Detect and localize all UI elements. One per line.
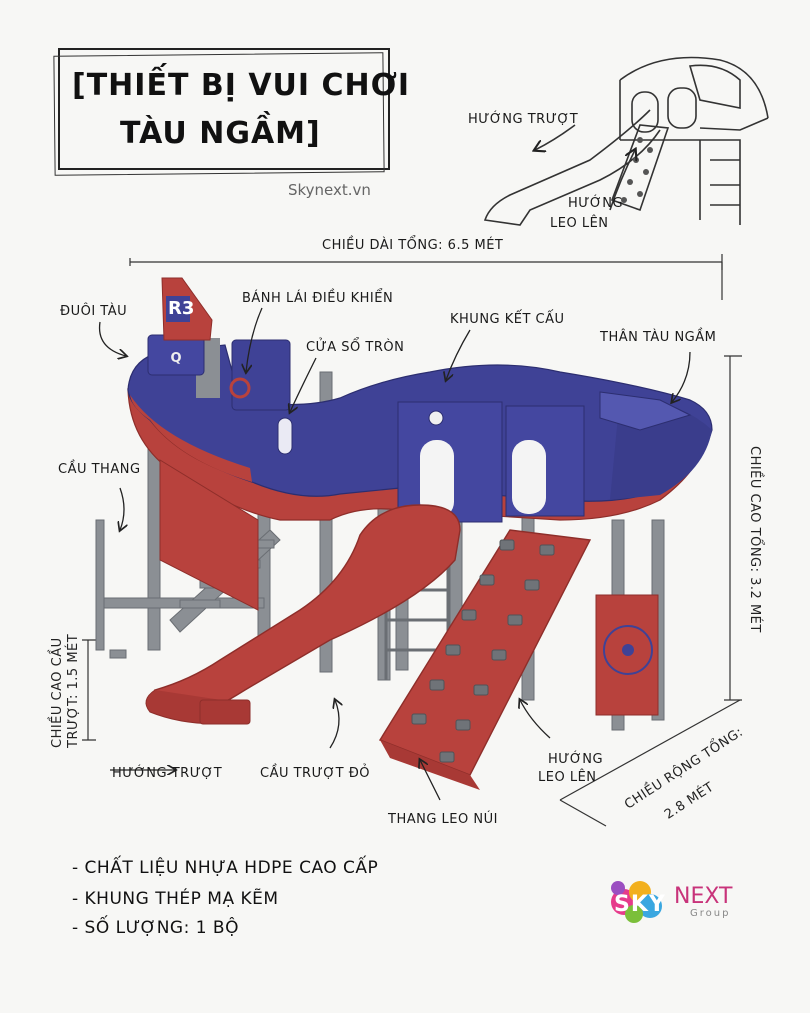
title-box [58,48,390,170]
spec-frame: - KHUNG THÉP MẠ KẼM [72,889,279,909]
logo-letters: SKY [614,892,666,917]
title-line-1: [THIẾT BỊ VUI CHƠI [72,68,410,103]
callout-arrows [98,307,691,801]
svg-text:Q: Q [170,351,181,366]
total-length-label: CHIỀU DÀI TỔNG: 6.5 MÉT [322,238,504,253]
steering-callout: BÁNH LÁI ĐIỀU KHIỂN [242,291,394,306]
climb-direction-callout-line1: HƯỚNG [548,752,604,767]
dimension-lines [82,254,742,827]
logo-word: NEXT [674,884,733,909]
tail-mark: R3 [168,298,195,319]
slide-height-label-line2: TRƯỢT: 1.5 MÉT [66,633,81,748]
slide-height-label-line1: CHIỀU CAO CẦU [50,637,65,748]
hull-callout: THÂN TÀU NGẦM [600,330,717,345]
logo-sub: Group [690,908,731,919]
tail-callout: ĐUÔI TÀU [60,304,128,319]
skynext-logo: SKY NEXT Group [606,870,736,930]
site-url: Skynext.vn [288,181,371,199]
spec-material: - CHẤT LIỆU NHỰA HDPE CAO CẤP [72,858,379,878]
red-slide [145,504,461,725]
inset-climb-direction-line1: HƯỚNG [568,196,624,211]
inset-sketch [483,56,769,226]
inset-climb-direction-line2: LEO LÊN [550,216,609,231]
climb-direction-callout-line2: LEO LÊN [538,770,597,785]
submarine-hull: Q [127,277,713,716]
red-slide-callout: CẦU TRƯỢT ĐỎ [260,766,370,781]
total-height-label: CHIỀU CAO TỔNG: 3.2 MÉT [747,446,762,633]
logo-mark [611,881,662,923]
climbing-wall [378,529,592,790]
inset-slide-direction-label: HƯỚNG TRƯỢT [468,112,579,127]
slide-direction-callout: HƯỚNG TRƯỢT [112,766,223,781]
porthole-callout: CỬA SỔ TRÒN [306,340,405,355]
rock-wall-callout: THANG LEO NÚI [388,812,498,827]
spec-quantity: - SỐ LƯỢNG: 1 BỘ [72,918,239,938]
frame-callout: KHUNG KẾT CẤU [450,312,565,327]
stairs-callout: CẦU THANG [58,462,141,477]
title-line-2: TÀU NGẦM] [120,116,321,151]
